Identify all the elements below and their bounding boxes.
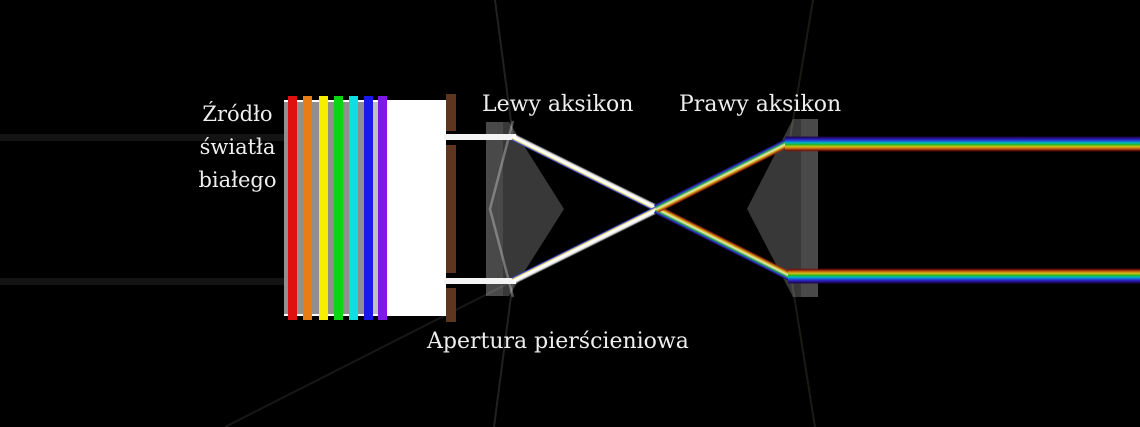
spectrum-light-gap — [373, 102, 378, 314]
spectrum-stripe-cyan — [349, 96, 358, 320]
left-axicon-label: Lewy aksikon — [482, 92, 634, 117]
source-label: Źródło światła białego — [170, 98, 305, 197]
white-light-source-block — [284, 96, 446, 320]
white-ray-bottom-stub — [444, 278, 516, 284]
white-ray-top-stub — [444, 134, 516, 140]
faint-ray-back-extension-line — [224, 280, 514, 427]
source-label-line3: białego — [198, 168, 277, 192]
rainbow-output-band-bottom — [788, 268, 1140, 284]
source-label-line2: światła — [199, 135, 276, 159]
left-axicon-cone-surface-line — [488, 120, 515, 298]
aperture-label: Apertura pierścieniowa — [427, 329, 689, 354]
faint-axis-band-top — [0, 134, 284, 141]
faint-left-axicon-extension-top-line — [494, 0, 514, 138]
aperture-bar-middle-segment — [446, 145, 456, 273]
spectrum-stripe-blue — [364, 96, 373, 320]
right-axicon-flat-face — [801, 119, 818, 297]
spectrum-stripe-yellow — [319, 96, 328, 320]
faint-right-axicon-extension-bottom-line — [790, 275, 816, 427]
spectrum-stripe-orange — [303, 96, 312, 320]
aperture-bar-top-segment — [446, 94, 456, 131]
source-label-line1: Źródło — [202, 102, 273, 126]
faint-left-axicon-extension-bottom-line — [493, 280, 514, 427]
spectrum-stripe-violet — [378, 96, 387, 320]
faint-axis-band-bottom — [0, 278, 284, 285]
left-axicon-flat-face — [486, 122, 503, 296]
rainbow-output-band-top — [785, 136, 1140, 152]
spectrum-backing — [284, 102, 374, 314]
aperture-bar-bottom-segment — [446, 288, 456, 322]
spectrum-stripe-green — [334, 96, 343, 320]
faint-right-axicon-extension-top-line — [788, 0, 814, 145]
spectrum-stripe-red — [288, 96, 297, 320]
right-axicon-label: Prawy aksikon — [679, 92, 842, 117]
